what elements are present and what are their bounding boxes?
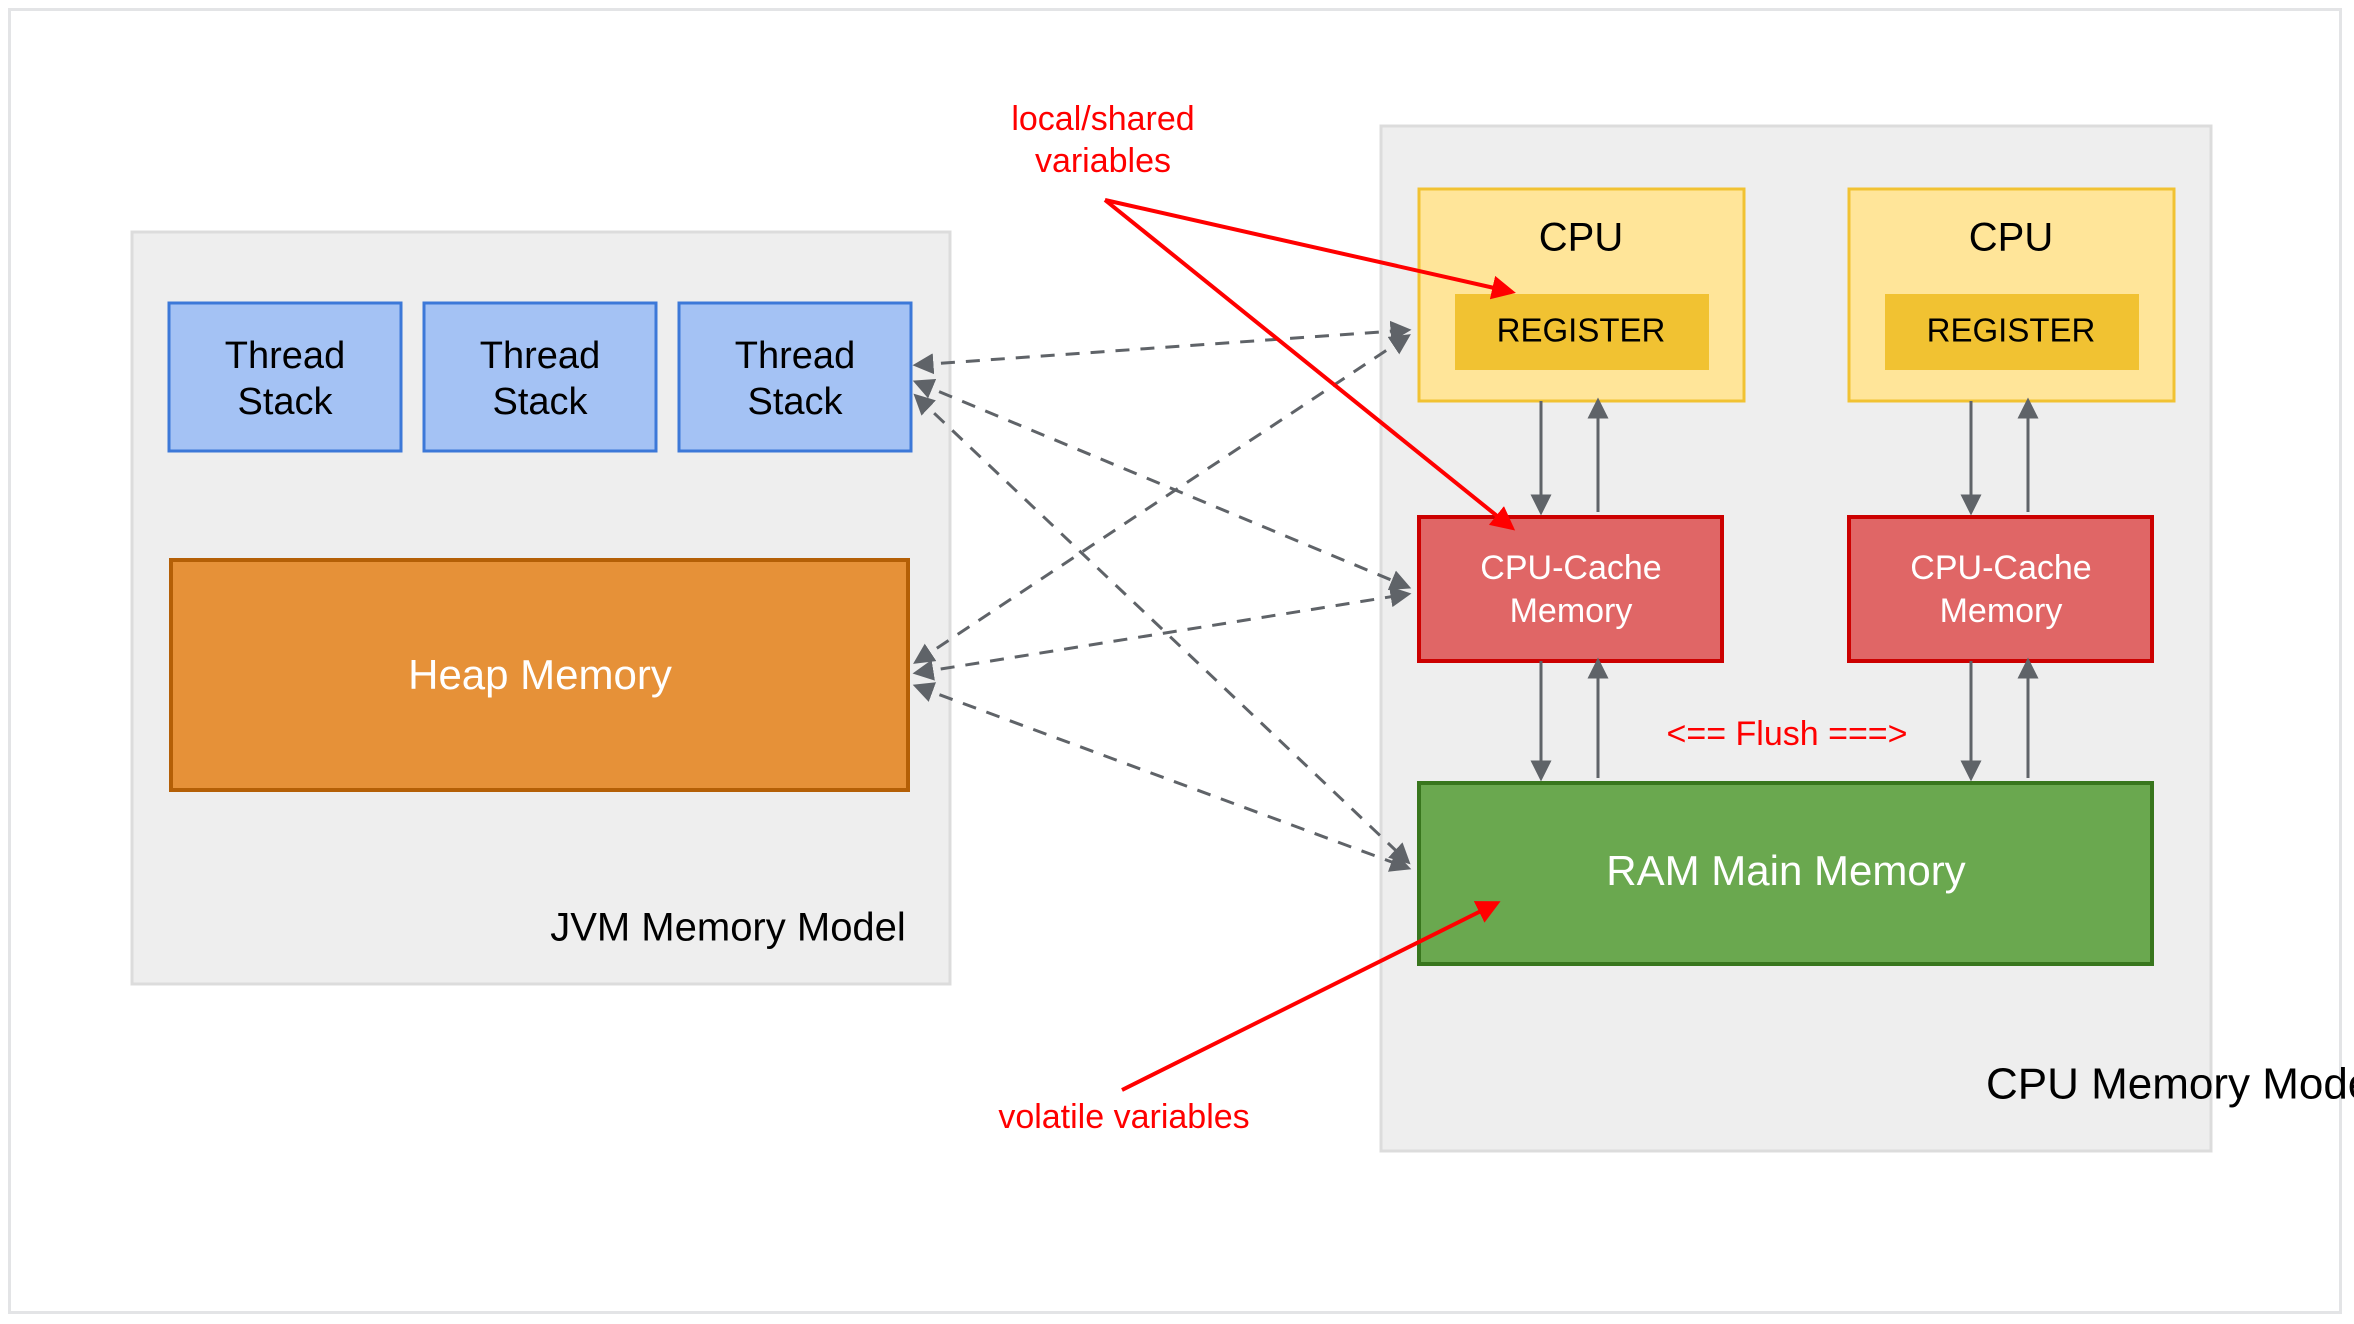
heap-to-cache-link xyxy=(912,586,1412,681)
jvm-panel-label: JVM Memory Model xyxy=(550,906,906,950)
flush-label: <== Flush ===> xyxy=(1666,715,1907,753)
heap-memory[interactable]: Heap Memory xyxy=(169,558,910,792)
cpu-1-register-cache-connectors xyxy=(1530,397,1609,516)
cpu-1-cache-box[interactable] xyxy=(1417,515,1724,663)
cpu-1-cache-ram-connectors xyxy=(1530,657,1609,782)
cpu-panel-label: CPU Memory Model xyxy=(1986,1060,2354,1109)
heap-to-ram-link xyxy=(912,682,1412,872)
ram-main-memory-box[interactable] xyxy=(1417,781,2154,966)
cpu-1[interactable]: CPU REGISTER xyxy=(1417,187,1746,403)
cpu-2-register-box[interactable] xyxy=(1885,294,2139,370)
thread-stack-1-box[interactable] xyxy=(167,301,403,453)
local-shared-variables-label-line2: variables xyxy=(1035,142,1171,180)
thread-stack-to-register-link xyxy=(912,320,1412,375)
cpu-2-title: CPU xyxy=(1969,216,2053,260)
ram-main-memory-label: RAM Main Memory xyxy=(1606,847,1965,894)
cpu-2-cache-ram-connectors xyxy=(1960,657,2039,782)
thread-stack-1-label-line2: Stack xyxy=(237,381,333,423)
ram-main-memory[interactable]: RAM Main Memory xyxy=(1417,781,2154,966)
thread-stack-to-cache-link xyxy=(912,379,1412,590)
volatile-variables-label: volatile variables xyxy=(998,1098,1249,1136)
thread-stack-3-label-line1: Thread xyxy=(735,335,855,377)
thread-stack-1[interactable]: Thread Stack xyxy=(167,301,403,453)
thread-stack-3-label-line2: Stack xyxy=(747,381,843,423)
cpu-1-cache-label-line2: Memory xyxy=(1510,592,1633,630)
cpu-2-cache-label-line2: Memory xyxy=(1940,592,2063,630)
heap-memory-label: Heap Memory xyxy=(408,651,672,698)
cpu-1-cache[interactable]: CPU-Cache Memory xyxy=(1417,515,1724,663)
local-shared-variables-annotation: local/shared variables xyxy=(1011,100,1516,531)
local-shared-variables-label-line1: local/shared xyxy=(1011,100,1194,138)
volatile-variables-annotation: volatile variables xyxy=(998,901,1501,1136)
thread-stack-1-label-line1: Thread xyxy=(225,335,345,377)
cpu-2-cache[interactable]: CPU-Cache Memory xyxy=(1847,515,2154,663)
thread-stack-3-box[interactable] xyxy=(677,301,913,453)
heap-memory-box[interactable] xyxy=(169,558,910,792)
cpu-1-register-label: REGISTER xyxy=(1497,312,1666,349)
cpu-1-register-box[interactable] xyxy=(1455,294,1709,370)
cpu-1-cache-label-line1: CPU-Cache xyxy=(1480,549,1661,587)
thread-stack-2-label-line1: Thread xyxy=(480,335,600,377)
local-shared-to-cache-arrow xyxy=(1103,198,1516,531)
volatile-to-ram-arrow xyxy=(1121,901,1501,1092)
thread-stack-to-ram-link xyxy=(913,393,1411,865)
cpu-2-register-cache-connectors xyxy=(1960,397,2039,516)
jvm-cpu-dashed-links xyxy=(912,320,1412,872)
thread-stack-2-box[interactable] xyxy=(422,301,658,453)
thread-stack-3[interactable]: Thread Stack xyxy=(677,301,913,453)
cpu-2-cache-box[interactable] xyxy=(1847,515,2154,663)
thread-stack-2-label-line2: Stack xyxy=(492,381,588,423)
cpu-2[interactable]: CPU REGISTER xyxy=(1847,187,2176,403)
cpu-1-title: CPU xyxy=(1539,216,1623,260)
cpu-2-register-label: REGISTER xyxy=(1927,312,2096,349)
thread-stack-2[interactable]: Thread Stack xyxy=(422,301,658,453)
cpu-2-cache-label-line1: CPU-Cache xyxy=(1910,549,2091,587)
local-shared-to-register-arrow xyxy=(1104,198,1516,300)
